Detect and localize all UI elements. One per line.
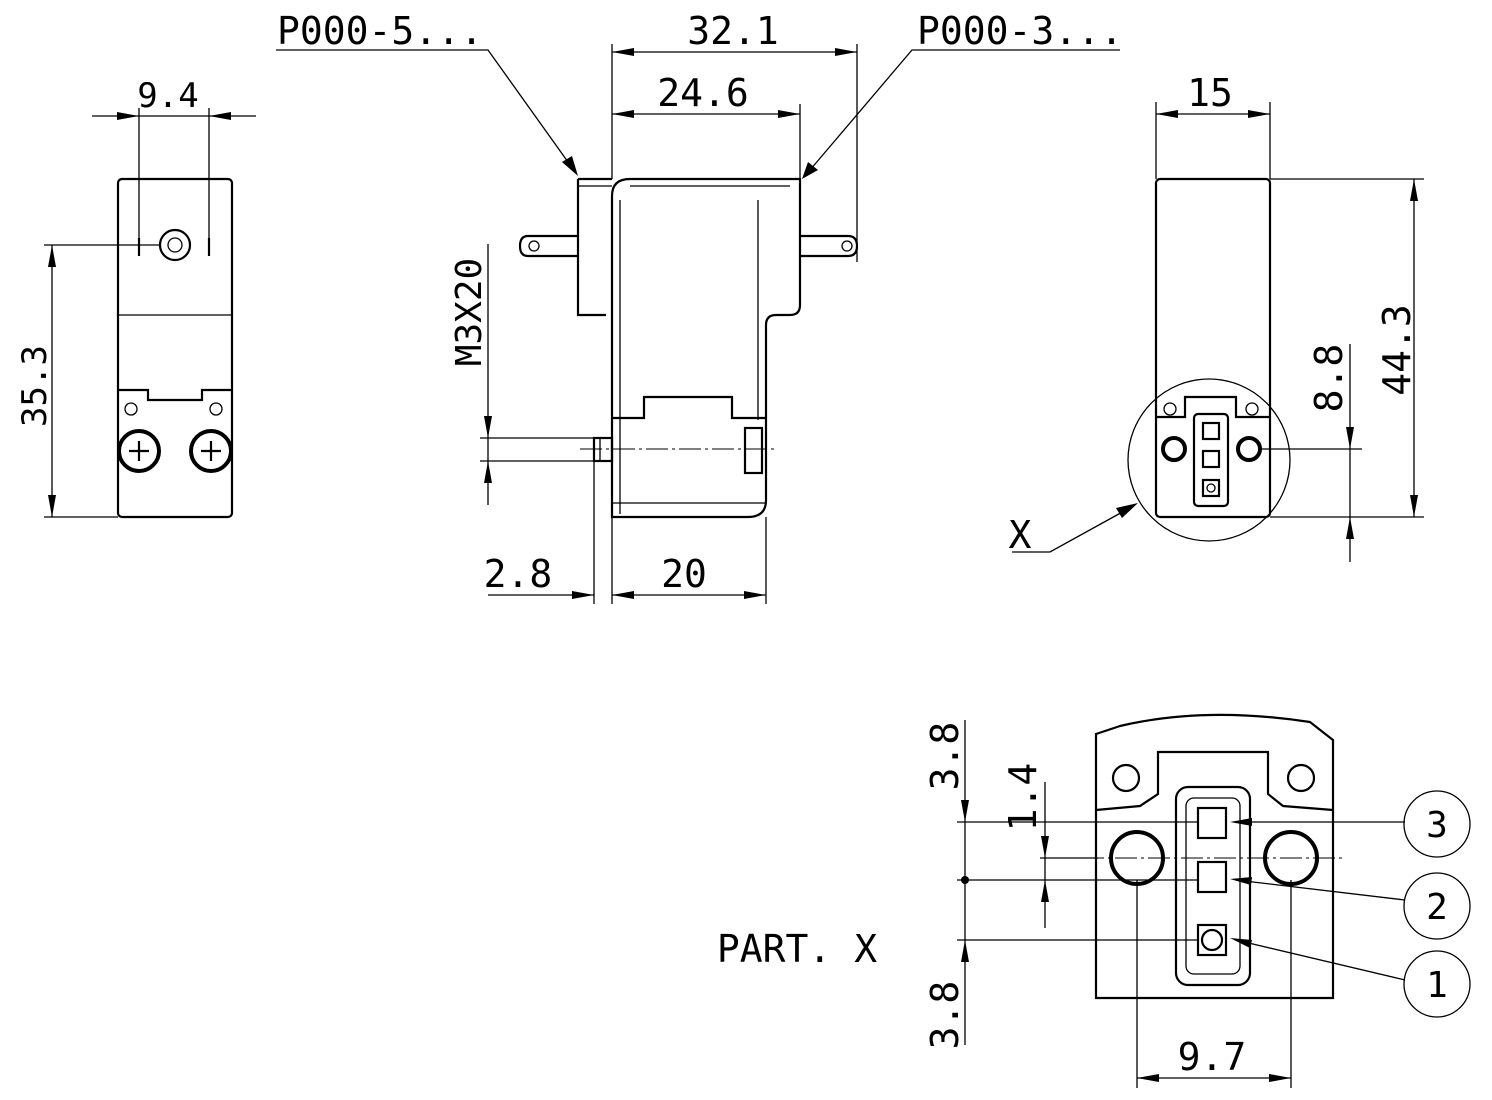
dim-height-right: 44.3: [1375, 304, 1419, 396]
dim-screw: M3X20: [449, 258, 490, 366]
dim-detail-top: 3.8: [923, 722, 967, 791]
pin-label-3: 3: [1426, 805, 1448, 846]
detail-x-view: [957, 713, 1471, 1088]
left-view: [44, 108, 256, 519]
center-view: [276, 44, 1120, 604]
dim-conn-height: 8.8: [1307, 344, 1351, 413]
dim-width-total: 32.1: [687, 9, 779, 53]
dim-height-left: 35.3: [15, 345, 55, 427]
label-p000-5: P000-5...: [277, 9, 483, 53]
dim-body-depth: 20: [661, 552, 707, 596]
dim-hole-pitch: 9.7: [1178, 1035, 1247, 1079]
dim-width-right: 15: [1187, 71, 1233, 115]
detail-title: PART. X: [717, 927, 877, 971]
dim-pitch-top: 9.4: [137, 76, 198, 116]
right-view: [1012, 102, 1424, 562]
label-p000-3: P000-3...: [917, 9, 1123, 53]
pin-label-1: 1: [1426, 965, 1448, 1006]
dim-detail-bottom: 3.8: [923, 981, 967, 1050]
detail-ref-x: X: [1009, 513, 1032, 557]
dim-offset: 2.8: [484, 552, 553, 596]
dim-width-body: 24.6: [657, 71, 749, 115]
pin-label-2: 2: [1426, 887, 1448, 928]
dim-detail-pin: 1.4: [1001, 763, 1045, 832]
